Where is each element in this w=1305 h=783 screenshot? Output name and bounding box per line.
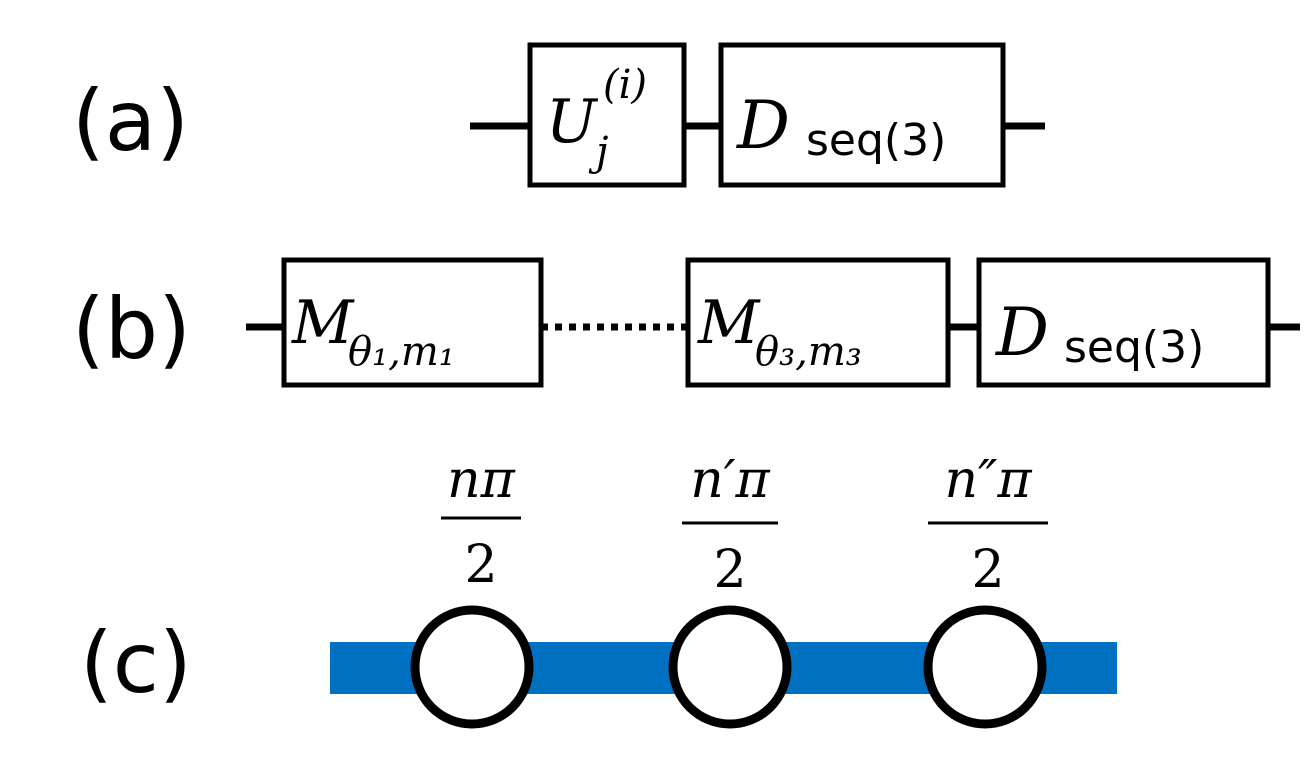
gate-u: U (i) j [527, 42, 687, 188]
gate-d-a-base: D [736, 87, 790, 164]
fraction-1-denominator: 2 [464, 535, 497, 595]
gate-d-a-box [718, 42, 1006, 188]
gate-d-b-subscript: seq(3) [1064, 322, 1204, 373]
gate-m3: M θ₃,m₃ [685, 257, 951, 388]
panel-b-label: (b) [72, 280, 191, 378]
fraction-1: nπ 2 [441, 450, 521, 595]
gate-m3-box [685, 257, 951, 388]
node-2 [668, 605, 792, 729]
gate-m3-base: M [697, 288, 761, 358]
node-3 [923, 605, 1047, 729]
fraction-2: n′π 2 [682, 450, 778, 600]
panel-c: (c) nπ 2 n′π 2 n″π 2 [80, 450, 1117, 729]
gate-m3-subscript: θ₃,m₃ [755, 329, 862, 375]
fraction-3-numerator: n″π [944, 450, 1032, 510]
gate-m1-subscript: θ₁,m₁ [348, 329, 455, 375]
gate-m1-box [281, 257, 544, 388]
gate-d-a-subscript: seq(3) [806, 115, 946, 166]
fraction-3-denominator: 2 [971, 540, 1004, 600]
gate-d-b: D seq(3) [976, 257, 1271, 388]
gate-m1: M θ₁,m₁ [281, 257, 544, 388]
gate-u-superscript: (i) [603, 62, 647, 108]
gate-u-box [527, 42, 687, 188]
gate-m1-base: M [291, 288, 355, 358]
panel-a-label: (a) [72, 72, 189, 170]
fraction-1-numerator: nπ [447, 450, 515, 510]
fraction-2-denominator: 2 [713, 540, 746, 600]
gate-u-base: U [546, 87, 599, 157]
node-1 [410, 605, 534, 729]
fraction-3: n″π 2 [928, 450, 1048, 600]
gate-d-b-base: D [995, 294, 1049, 371]
panel-c-label: (c) [80, 614, 192, 712]
fraction-2-numerator: n′π [690, 450, 770, 510]
gate-d-a: D seq(3) [718, 42, 1006, 188]
gate-d-b-box [976, 257, 1271, 388]
panel-b: (b) M θ₁,m₁ M θ₃,m₃ D seq(3) [72, 257, 1300, 388]
panel-a: (a) U (i) j D seq(3) [72, 42, 1045, 188]
